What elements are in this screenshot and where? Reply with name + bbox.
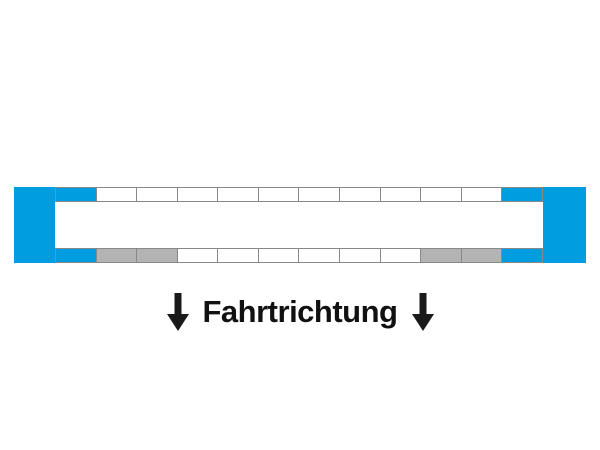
top-cell-row <box>55 187 543 202</box>
down-arrow-icon <box>411 293 434 331</box>
cell-white <box>258 249 299 262</box>
cell-blue <box>56 188 96 201</box>
left-end-block <box>14 187 55 263</box>
cell-blue <box>502 249 542 262</box>
down-arrow-icon <box>166 293 189 331</box>
cell-blue <box>502 188 542 201</box>
cell-white <box>299 249 340 262</box>
cell-white <box>299 188 340 201</box>
cell-white <box>340 249 380 262</box>
caption: Fahrtrichtung <box>0 293 600 331</box>
cell-gray <box>96 249 137 262</box>
cell-blue <box>56 249 96 262</box>
vehicle-schematic-diagram <box>14 187 586 263</box>
cell-white <box>96 188 137 201</box>
cell-white <box>137 188 177 201</box>
caption-label: Fahrtrichtung <box>202 294 399 329</box>
cell-white <box>218 249 258 262</box>
cell-white <box>218 188 258 201</box>
cell-gray <box>421 249 461 262</box>
cell-white <box>461 188 502 201</box>
cell-white <box>340 188 380 201</box>
cell-white <box>177 188 218 201</box>
cell-rail <box>55 187 543 263</box>
cell-white <box>380 249 421 262</box>
cell-white <box>380 188 421 201</box>
cell-white <box>177 249 218 262</box>
cell-gray <box>461 249 502 262</box>
cell-gray <box>137 249 177 262</box>
cell-white <box>258 188 299 201</box>
right-end-block <box>543 187 586 263</box>
cell-white <box>421 188 461 201</box>
middle-band <box>55 202 543 248</box>
bottom-cell-row <box>55 248 543 263</box>
